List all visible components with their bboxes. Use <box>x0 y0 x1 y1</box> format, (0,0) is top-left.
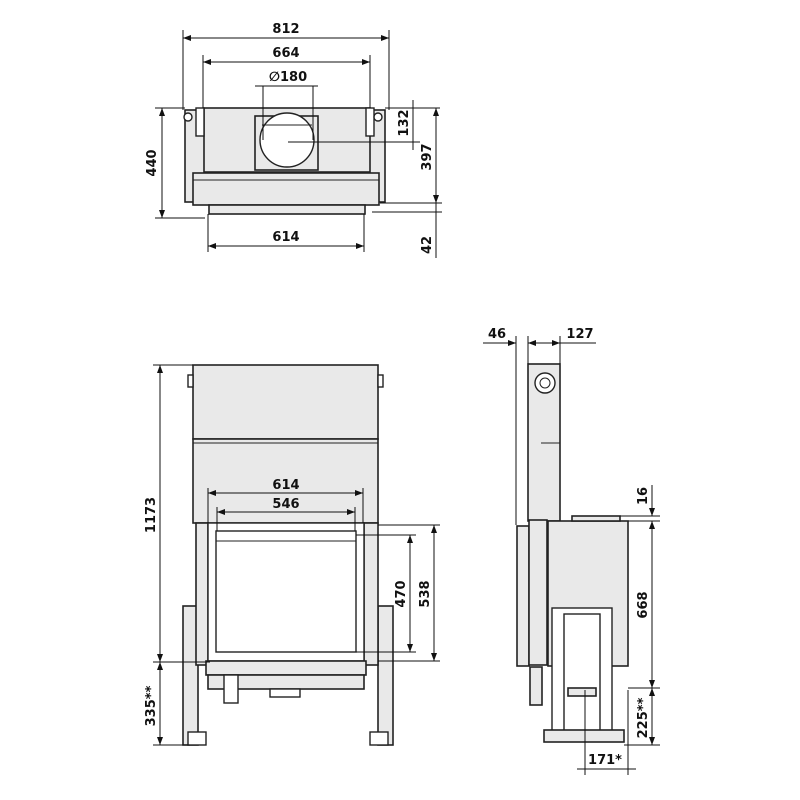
dim-label: 546 <box>272 497 299 512</box>
dim-335: 335** <box>144 662 190 746</box>
dim-614-front: 614 <box>207 478 364 523</box>
bolt-left-icon <box>183 112 193 122</box>
dim-label: 397 <box>420 143 435 170</box>
dim-812: 812 <box>182 22 390 110</box>
dim-label: 614 <box>272 230 299 245</box>
top-view: 812 664 ∅180 614 440 132 <box>145 22 442 258</box>
foot-left <box>187 731 207 746</box>
dim-42: 42 <box>420 203 437 258</box>
dim-label: 171* <box>588 753 622 768</box>
handle-right <box>377 374 384 388</box>
dim-label: 42 <box>420 236 435 254</box>
dim-46: 46 <box>483 327 529 525</box>
dim-label: 470 <box>394 580 409 607</box>
dim-label: 812 <box>272 22 299 37</box>
dim-470: 470 <box>356 534 416 653</box>
flue-outlet-inner <box>539 377 551 389</box>
front-view: 1173 335** 614 546 470 538 <box>144 364 440 746</box>
ash-tray <box>567 687 597 697</box>
dim-label: 538 <box>418 580 433 607</box>
dim-label: 132 <box>397 109 412 136</box>
dim-171: 171* <box>577 690 636 775</box>
top-front-bar <box>192 172 380 206</box>
handle-profile <box>529 666 543 706</box>
side-base <box>543 729 625 743</box>
dim-180: ∅180 <box>255 70 318 140</box>
dim-538: 538 <box>378 524 440 662</box>
side-column-right <box>363 522 379 666</box>
hood-upper <box>192 364 379 440</box>
door-glass <box>215 530 357 653</box>
ash-lip <box>205 660 367 676</box>
bolt-right-icon <box>373 112 383 122</box>
dim-546: 546 <box>216 497 356 531</box>
ash-handle <box>269 688 301 698</box>
dim-label: 335** <box>144 685 159 726</box>
dim-label: 16 <box>636 487 651 505</box>
dim-127: 127 <box>528 327 596 364</box>
air-control <box>223 674 239 704</box>
dim-132: 132 <box>288 100 440 150</box>
dim-label: 614 <box>272 478 299 493</box>
flue-collar <box>259 112 315 168</box>
dim-label: 127 <box>566 327 593 342</box>
dim-label: 1173 <box>144 497 159 533</box>
bracket-left <box>195 107 205 137</box>
dim-label: 46 <box>488 327 506 342</box>
dim-label: 664 <box>272 46 299 61</box>
flue-outlet-icon <box>534 372 556 394</box>
dim-225: 225** <box>624 688 660 746</box>
side-view: 46 127 16 668 225** 171* <box>483 327 660 775</box>
top-plate <box>571 515 621 522</box>
dim-614-top: 614 <box>207 214 365 252</box>
dim-668: 668 <box>628 521 660 689</box>
front-panel <box>516 525 530 667</box>
top-front-lip <box>208 204 366 215</box>
side-column-left <box>195 522 209 666</box>
leg-frame-inner <box>563 613 601 733</box>
leg-right <box>377 605 394 746</box>
dim-440: 440 <box>145 107 205 219</box>
handle-left <box>187 374 194 388</box>
dim-16: 16 <box>620 485 660 522</box>
dim-397: 397 <box>372 108 442 213</box>
foot-right <box>369 731 389 746</box>
door-profile <box>528 519 548 666</box>
dim-label: ∅180 <box>269 70 307 85</box>
bracket-right <box>365 107 375 137</box>
dim-label: 225** <box>636 697 651 738</box>
dim-label: 668 <box>636 591 651 618</box>
dim-label: 440 <box>145 149 160 176</box>
dim-664: 664 <box>202 46 371 108</box>
